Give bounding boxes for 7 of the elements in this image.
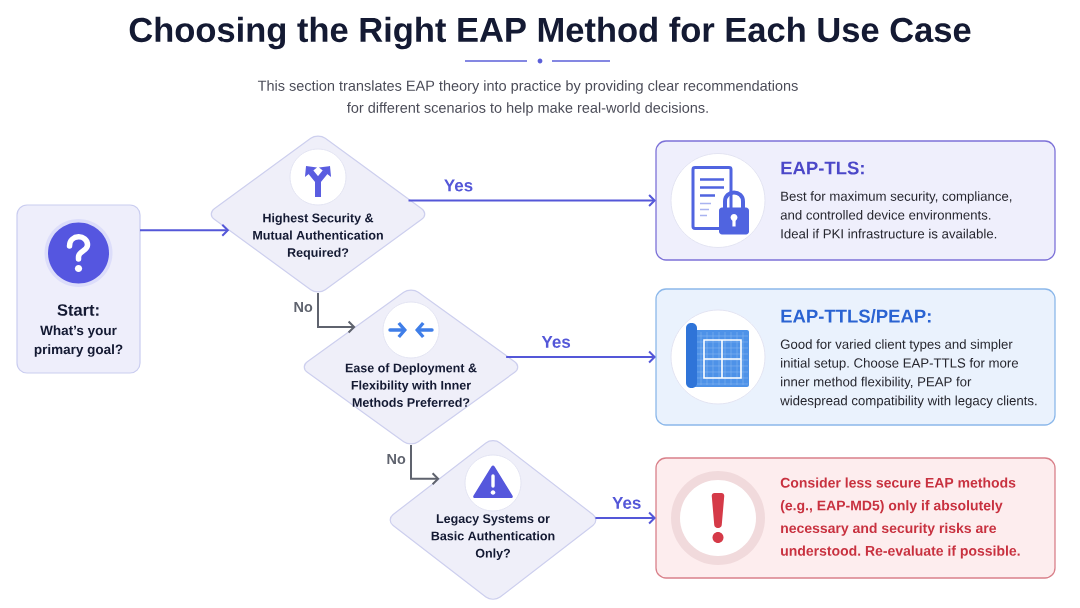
edge-label: Yes [541,336,571,348]
subtitle: This section translates EAP theory into practice by providing clear recommendations for different scenarios to help make real-world decisions. [257,80,798,116]
edge-label: Yes [612,497,641,509]
title: Choosing the Right EAP Method for Each Use Case [129,16,971,50]
edge-label: Yes [444,179,473,192]
edge-label: No [294,301,313,313]
edge-label: No [387,453,406,465]
